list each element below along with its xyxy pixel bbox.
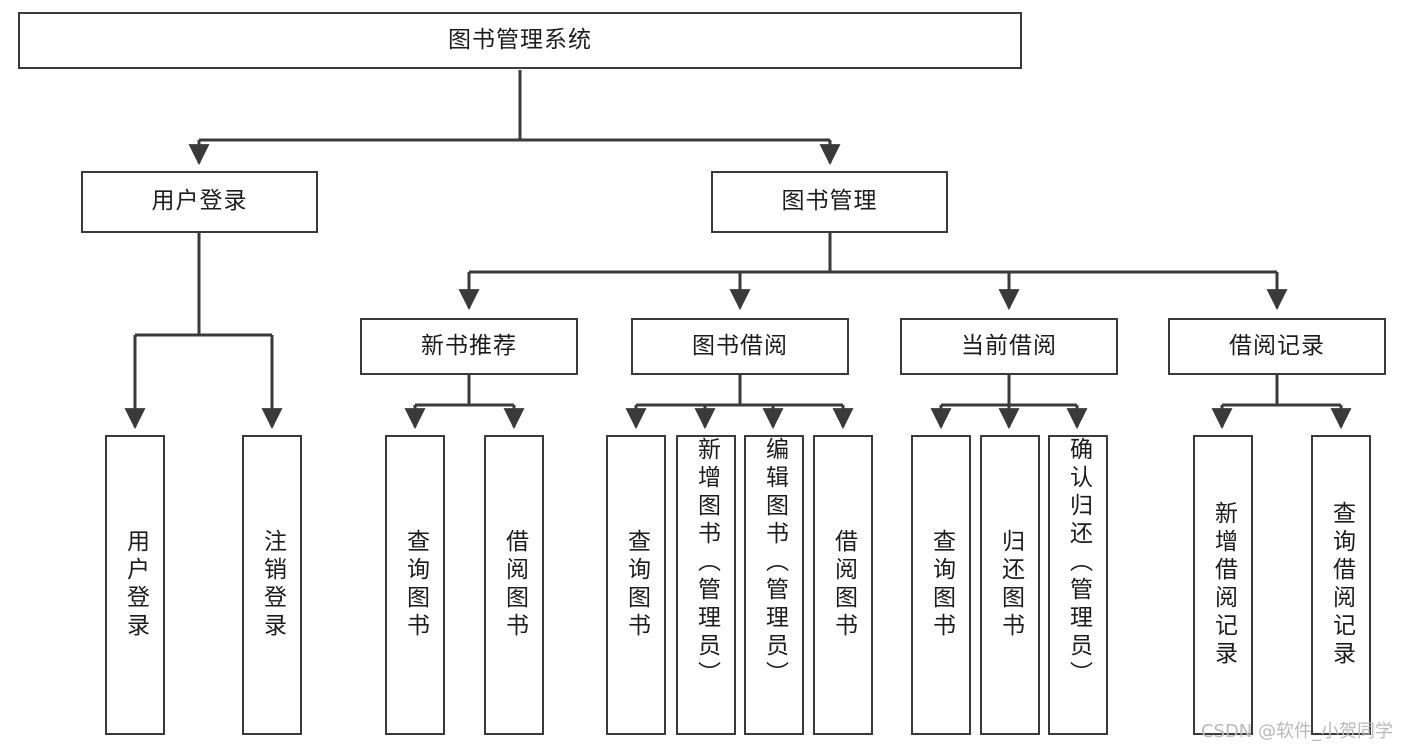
- node-label: 注销登录: [259, 529, 286, 641]
- leaf-current-confirm-return-admin[interactable]: 确认归还（管理员）: [1048, 435, 1108, 735]
- node-label: 确认归还（管理员）: [1065, 437, 1092, 689]
- csdn-watermark: CSDN @软件_小贺同学: [1200, 721, 1393, 742]
- leaf-user-logout[interactable]: 注销登录: [242, 435, 302, 735]
- leaf-borrow-borrow-book[interactable]: 借阅图书: [813, 435, 873, 735]
- node-label: 查询借阅记录: [1328, 501, 1355, 669]
- leaf-record-query-record[interactable]: 查询借阅记录: [1311, 435, 1371, 735]
- node-label: 图书借阅: [692, 332, 788, 359]
- node-label: 借阅记录: [1229, 332, 1325, 359]
- node-label: 归还图书: [997, 529, 1024, 641]
- node-label: 新增图书（管理员）: [693, 437, 720, 689]
- node-user-login[interactable]: 用户登录: [81, 171, 318, 233]
- node-label: 查询图书: [928, 529, 955, 641]
- node-new-book-recommend[interactable]: 新书推荐: [360, 318, 578, 375]
- node-label: 编辑图书（管理员）: [761, 437, 788, 689]
- node-label: 用户登录: [151, 188, 248, 215]
- node-label: 新增借阅记录: [1210, 501, 1237, 669]
- leaf-borrow-query-book[interactable]: 查询图书: [606, 435, 666, 735]
- node-label: 图书管理: [781, 188, 878, 215]
- leaf-borrow-edit-book-admin[interactable]: 编辑图书（管理员）: [744, 435, 804, 735]
- leaf-current-query-book[interactable]: 查询图书: [911, 435, 971, 735]
- node-label: 借阅图书: [830, 529, 857, 641]
- node-book-borrow[interactable]: 图书借阅: [631, 318, 849, 375]
- node-label: 查询图书: [623, 529, 650, 641]
- leaf-borrow-add-book-admin[interactable]: 新增图书（管理员）: [676, 435, 736, 735]
- node-label: 当前借阅: [961, 332, 1057, 359]
- node-borrow-record[interactable]: 借阅记录: [1168, 318, 1386, 375]
- node-label: 借阅图书: [501, 529, 528, 641]
- node-current-borrow[interactable]: 当前借阅: [900, 318, 1118, 375]
- node-label: 新书推荐: [421, 332, 517, 359]
- leaf-current-return-book[interactable]: 归还图书: [980, 435, 1040, 735]
- leaf-recommend-borrow-book[interactable]: 借阅图书: [484, 435, 544, 735]
- node-label: 图书管理系统: [448, 26, 592, 53]
- leaf-user-login[interactable]: 用户登录: [105, 435, 165, 735]
- node-label: 用户登录: [122, 529, 149, 641]
- leaf-recommend-query-book[interactable]: 查询图书: [385, 435, 445, 735]
- node-label: 查询图书: [402, 529, 429, 641]
- leaf-record-add-record[interactable]: 新增借阅记录: [1193, 435, 1253, 735]
- node-book-management[interactable]: 图书管理: [711, 171, 948, 233]
- node-root-system[interactable]: 图书管理系统: [18, 12, 1022, 69]
